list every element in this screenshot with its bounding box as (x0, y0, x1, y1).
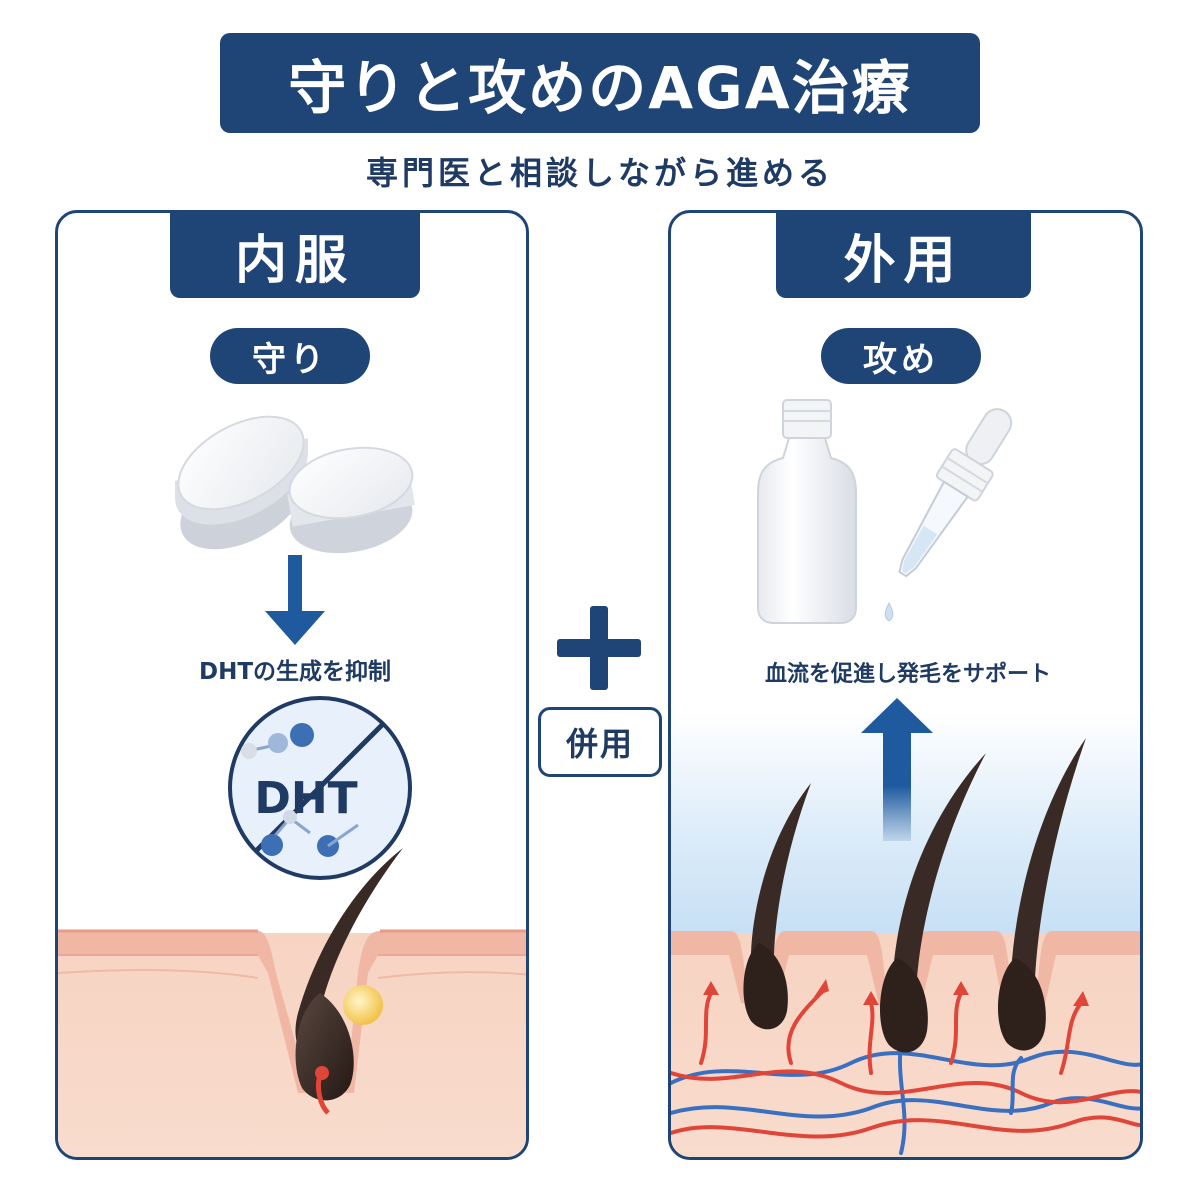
dropper-icon (898, 408, 1013, 578)
topical-header: 外用 (776, 213, 1031, 298)
topical-illustration: 血流を促進し発毛をサポート (671, 399, 1140, 1157)
offense-badge: 攻め (821, 328, 981, 384)
dht-label: DHT (254, 773, 357, 824)
topical-caption: 血流を促進し発毛をサポート (765, 661, 1051, 687)
tablet-icon (287, 446, 416, 554)
droplet-icon (884, 601, 894, 622)
scalp-cross-section (58, 929, 526, 1157)
up-arrow-icon (861, 698, 933, 841)
defense-badge: 守り (210, 328, 370, 384)
down-arrow-icon (265, 555, 325, 645)
bottle-icon (757, 399, 857, 624)
plus-icon (557, 606, 641, 690)
thick-hair-icon (997, 738, 1086, 1051)
thick-hair-icon (879, 753, 986, 1053)
combination-badge: 併用 (538, 707, 662, 777)
title-banner: 守りと攻めのAGA治療 (220, 33, 980, 133)
oral-caption: DHTの生成を抑制 (199, 659, 391, 685)
oral-illustration: DHT DHTの生成を抑制 (58, 415, 526, 1157)
page-title: 守りと攻めのAGA治療 (288, 54, 912, 122)
page-subtitle: 専門医と相談しながら進める (365, 154, 834, 192)
blood-vessels (671, 979, 1140, 1155)
thick-hair-icon (743, 783, 811, 1030)
oral-treatment-panel: DHT DHTの生成を抑制 内服 守り (55, 210, 529, 1160)
tablet-icon (175, 415, 309, 550)
thin-hair-icon (295, 848, 403, 1115)
dht-blocked-icon: DHT (228, 696, 412, 880)
topical-treatment-panel: 血流を促進し発毛をサポート 外用 攻め (668, 210, 1143, 1160)
oral-header: 内服 (170, 213, 420, 298)
sebaceous-gland-icon (343, 985, 383, 1025)
